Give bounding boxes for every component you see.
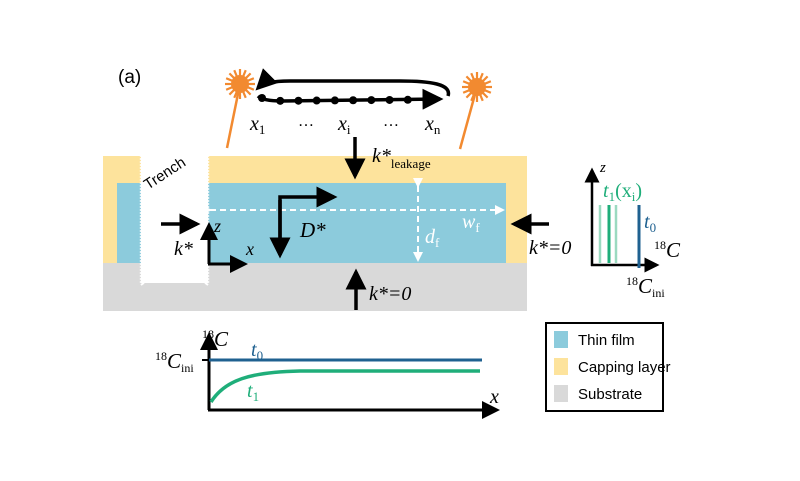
laser-beam	[225, 83, 242, 149]
legend-label-substrate: Substrate	[578, 386, 642, 403]
depth-axis-c-label: 18C	[654, 238, 681, 262]
legend-label-capping: Capping layer	[578, 359, 671, 376]
scan-point	[422, 95, 430, 104]
laser-spot	[468, 78, 486, 96]
legend-swatch-thin-film	[554, 331, 568, 348]
laser-right	[458, 72, 492, 150]
trench-edge-left	[139, 149, 145, 286]
legend: Thin film Capping layer Substrate	[545, 322, 671, 412]
scan-point	[367, 96, 376, 105]
ellipsis-1: …	[298, 113, 314, 130]
scan-point	[312, 96, 321, 105]
scan-return-arrow	[255, 68, 451, 97]
thin-film-layer	[208, 183, 506, 263]
label-xn: xn	[424, 113, 441, 137]
legend-swatch-substrate	[554, 385, 568, 402]
lateral-axis-y-label: 18C	[202, 327, 229, 351]
lateral-c-ini-label: 18Cini	[155, 349, 194, 375]
scan-point	[258, 94, 266, 102]
label-x1: x1	[249, 113, 265, 137]
scan-point	[294, 96, 303, 105]
label-xi: xi	[337, 113, 351, 137]
trench-edge-right	[204, 149, 210, 286]
laser-beam	[458, 86, 479, 150]
depth-t1-label: t1(xi)	[603, 180, 642, 204]
diffusion-label: D*	[299, 218, 326, 242]
lateral-axis-x-label: x	[489, 386, 499, 408]
k-leakage-label: k*leakage	[372, 145, 431, 171]
k-right-label: k*=0	[529, 237, 571, 259]
width-label: wf	[462, 211, 480, 235]
laser-left	[225, 69, 255, 149]
scan-point	[349, 96, 358, 105]
panel-label: (a)	[118, 67, 141, 88]
depth-axis-z-label: z	[599, 160, 606, 176]
axis-z-label: z	[213, 216, 221, 236]
lateral-t0-label: t0	[251, 339, 263, 363]
thin-film-left	[117, 183, 141, 263]
k-left-label: k*	[174, 238, 193, 260]
scan-dots	[258, 94, 430, 105]
k-bottom-label: k*=0	[369, 283, 411, 305]
scan-point	[276, 96, 285, 105]
axis-x-label: x	[245, 239, 254, 259]
depth-c-ini-label: 18Cini	[626, 274, 665, 300]
scan-point	[403, 95, 412, 104]
lateral-t1-label: t1	[247, 380, 259, 404]
scan-point	[330, 96, 339, 105]
laser-spot	[231, 75, 249, 93]
depth-t0-label: t0	[644, 211, 656, 235]
legend-swatch-capping	[554, 358, 568, 375]
scan-point	[385, 95, 394, 104]
lateral-t1-curve	[209, 369, 480, 403]
thickness-label: df	[425, 226, 440, 250]
scan-forward-path	[256, 88, 444, 110]
legend-label-thin-film: Thin film	[578, 332, 635, 349]
ellipsis-2: …	[383, 113, 399, 130]
